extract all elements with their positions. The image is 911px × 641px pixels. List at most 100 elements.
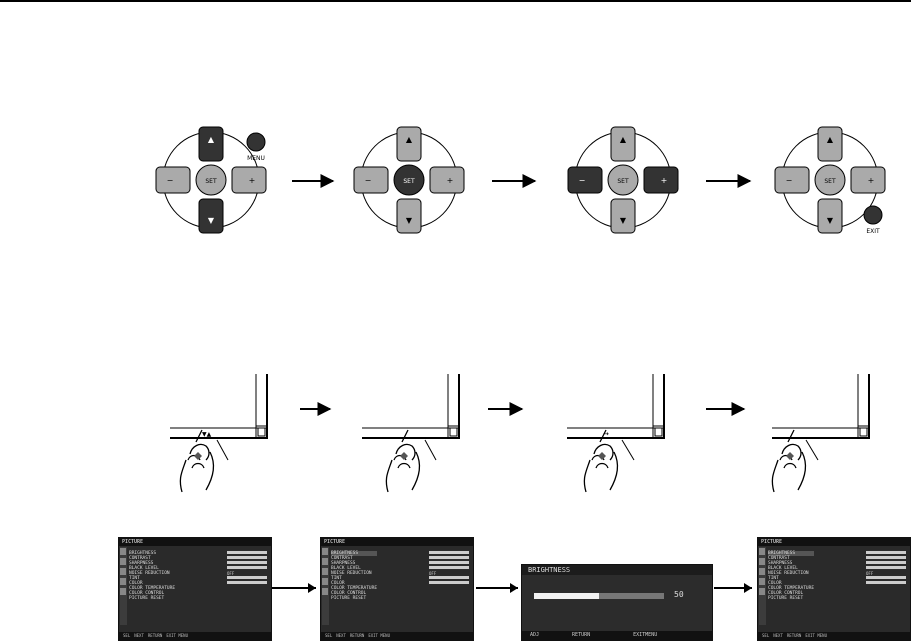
down-button[interactable] [198, 198, 224, 234]
set-label: SET [617, 178, 629, 185]
osd-title: PICTURE [758, 538, 910, 546]
noise-value: OFF [429, 571, 437, 576]
remote-row: ▲ ▼ − + SET MENU ▲ ▼ − + SET ▲ ▼ − + [155, 126, 886, 235]
noise-value: OFF [866, 571, 874, 576]
brightness-title: BRIGHTNESS [522, 565, 712, 575]
minus-label: − [579, 176, 586, 185]
brightness-slider[interactable] [534, 593, 664, 599]
plus-label: + [447, 176, 454, 185]
arrow-icon [272, 583, 316, 593]
minus-label: − [365, 176, 372, 185]
osd-item-noise-reduction[interactable]: NOISE REDUCTION [768, 571, 809, 576]
monitor-touch-row: ▼▲ → [169, 373, 871, 493]
osd-item-color-temperature[interactable]: COLOR TEMPERATURE [331, 586, 378, 591]
minus-button[interactable] [353, 166, 389, 194]
set-label: SET [824, 178, 836, 185]
up-button[interactable] [610, 126, 636, 162]
osd-item-color-control[interactable]: COLOR CONTROL [129, 591, 165, 596]
monitor-corner-1: ▼▲ [169, 373, 269, 493]
monitor-corner-4 [771, 373, 871, 493]
up-button[interactable] [396, 126, 422, 162]
osd-item-tint[interactable]: TINT [331, 576, 342, 581]
minus-label: − [786, 176, 793, 185]
osd-item-sharpness[interactable]: SHARPNESS [331, 561, 356, 566]
osd-item-color[interactable]: COLOR [768, 581, 782, 586]
osd-item-color[interactable]: COLOR [331, 581, 345, 586]
osd-item-contrast[interactable]: CONTRAST [331, 556, 353, 561]
osd-item-tint[interactable]: TINT [768, 576, 779, 581]
osd-item-color-control[interactable]: COLOR CONTROL [768, 591, 804, 596]
osd-menu-1: PICTURE BRIGHTNESS CONTRAST SHARPNESS BL… [118, 537, 272, 641]
osd-item-noise-reduction[interactable]: NOISE REDUCTION [331, 571, 372, 576]
down-button[interactable] [610, 198, 636, 234]
osd-menu-3: PICTURE BRIGHTNESS CONTRAST SHARPNESS BL… [757, 537, 911, 641]
osd-item-brightness[interactable]: BRIGHTNESS [331, 551, 378, 556]
set-button[interactable] [195, 164, 227, 196]
down-label: ▼ [827, 216, 834, 225]
minus-button[interactable] [774, 166, 810, 194]
top-rule [0, 0, 911, 2]
dpad-step-2: ▲ ▼ − + SET [353, 126, 465, 234]
plus-label: + [868, 176, 875, 185]
right-arrow-icon: → [603, 430, 609, 438]
up-button[interactable] [198, 126, 224, 162]
osd-item-brightness[interactable]: BRIGHTNESS [768, 551, 815, 556]
menu-label: MENU [247, 155, 265, 162]
down-label: ▼ [208, 216, 215, 225]
monitor-corner-2 [361, 373, 461, 493]
down-button[interactable] [396, 198, 422, 234]
arrow-icon [476, 583, 518, 593]
updown-icon: ▼▲ [202, 431, 212, 438]
osd-title: PICTURE [321, 538, 473, 546]
noise-value: OFF [227, 571, 235, 576]
osd-item-color-temperature[interactable]: COLOR TEMPERATURE [129, 586, 176, 591]
osd-item-contrast[interactable]: CONTRAST [129, 556, 151, 561]
osd-item-brightness[interactable]: BRIGHTNESS [129, 551, 157, 556]
plus-button[interactable] [231, 166, 267, 194]
osd-item-picture-reset[interactable]: PICTURE RESET [768, 596, 804, 601]
osd-item-sharpness[interactable]: SHARPNESS [129, 561, 154, 566]
set-button[interactable] [814, 164, 846, 196]
osd-item-color-control[interactable]: COLOR CONTROL [331, 591, 367, 596]
set-label: SET [205, 178, 217, 185]
plus-button[interactable] [643, 166, 679, 194]
up-label: ▲ [208, 135, 215, 144]
osd-item-black-level[interactable]: BLACK LEVEL [331, 566, 361, 571]
exit-button[interactable] [863, 205, 883, 225]
osd-item-noise-reduction[interactable]: NOISE REDUCTION [129, 571, 170, 576]
osd-item-color-temperature[interactable]: COLOR TEMPERATURE [768, 586, 815, 591]
osd-item-sharpness[interactable]: SHARPNESS [768, 561, 793, 566]
minus-label: − [167, 176, 174, 185]
osd-item-tint[interactable]: TINT [129, 576, 140, 581]
plus-label: + [661, 176, 668, 185]
down-button[interactable] [817, 198, 843, 234]
osd-item-color[interactable]: COLOR [129, 581, 143, 586]
up-label: ▲ [406, 135, 413, 144]
osd-item-black-level[interactable]: BLACK LEVEL [129, 566, 159, 571]
up-label: ▲ [620, 135, 627, 144]
up-button[interactable] [817, 126, 843, 162]
osd-item-picture-reset[interactable]: PICTURE RESET [129, 596, 165, 601]
menu-button[interactable] [246, 132, 266, 152]
minus-button[interactable] [567, 166, 603, 194]
dpad-step-3: ▲ ▼ − + SET [567, 126, 679, 234]
osd-title: PICTURE [119, 538, 271, 546]
dpad-step-4: ▲ ▼ − + SET EXIT [774, 126, 886, 235]
monitor-corner-3: → [566, 373, 666, 493]
minus-button[interactable] [155, 166, 191, 194]
osd-item-contrast[interactable]: CONTRAST [768, 556, 790, 561]
set-button[interactable] [393, 164, 425, 196]
osd-item-picture-reset[interactable]: PICTURE RESET [331, 596, 367, 601]
osd-item-black-level[interactable]: BLACK LEVEL [768, 566, 798, 571]
brightness-footer: ADJ RETURN EXITMENU [522, 631, 712, 640]
down-label: ▼ [406, 216, 413, 225]
dpad-step-1: ▲ ▼ − + SET MENU [155, 126, 267, 234]
plus-button[interactable] [850, 166, 886, 194]
set-button[interactable] [607, 164, 639, 196]
arrow-icon [714, 583, 752, 593]
exit-label: EXIT [866, 228, 880, 235]
plus-button[interactable] [429, 166, 465, 194]
set-label: SET [403, 178, 415, 185]
